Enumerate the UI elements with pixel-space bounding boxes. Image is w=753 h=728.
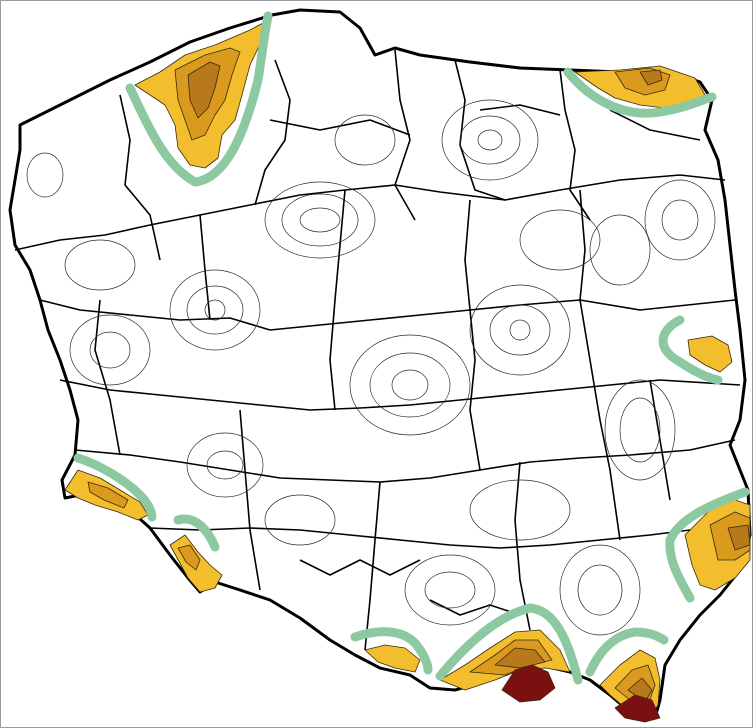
- zone-south-west-mountains[interactable]: [64, 469, 223, 593]
- band-north-east: [563, 67, 717, 118]
- admin-borders: [14, 49, 741, 651]
- band-south-1: [350, 627, 433, 675]
- zone-east-border[interactable]: [687, 335, 733, 373]
- band-south-3: [585, 627, 669, 677]
- band-south-west-1: [73, 453, 157, 522]
- band-east: [658, 315, 723, 385]
- band-north-west: [125, 11, 273, 187]
- zone-north-east[interactable]: [574, 65, 706, 109]
- zone-south-east-mountains[interactable]: [599, 649, 661, 723]
- contour-lines: [26, 99, 716, 636]
- zone-south-east[interactable]: [684, 499, 751, 591]
- band-south-2: [435, 603, 583, 685]
- zone-north-west-coast[interactable]: [134, 21, 266, 169]
- band-south-west-2: [173, 514, 220, 552]
- zone-south-mountains[interactable]: [364, 629, 571, 703]
- highlight-bands: [73, 11, 750, 685]
- band-south-east: [665, 487, 750, 603]
